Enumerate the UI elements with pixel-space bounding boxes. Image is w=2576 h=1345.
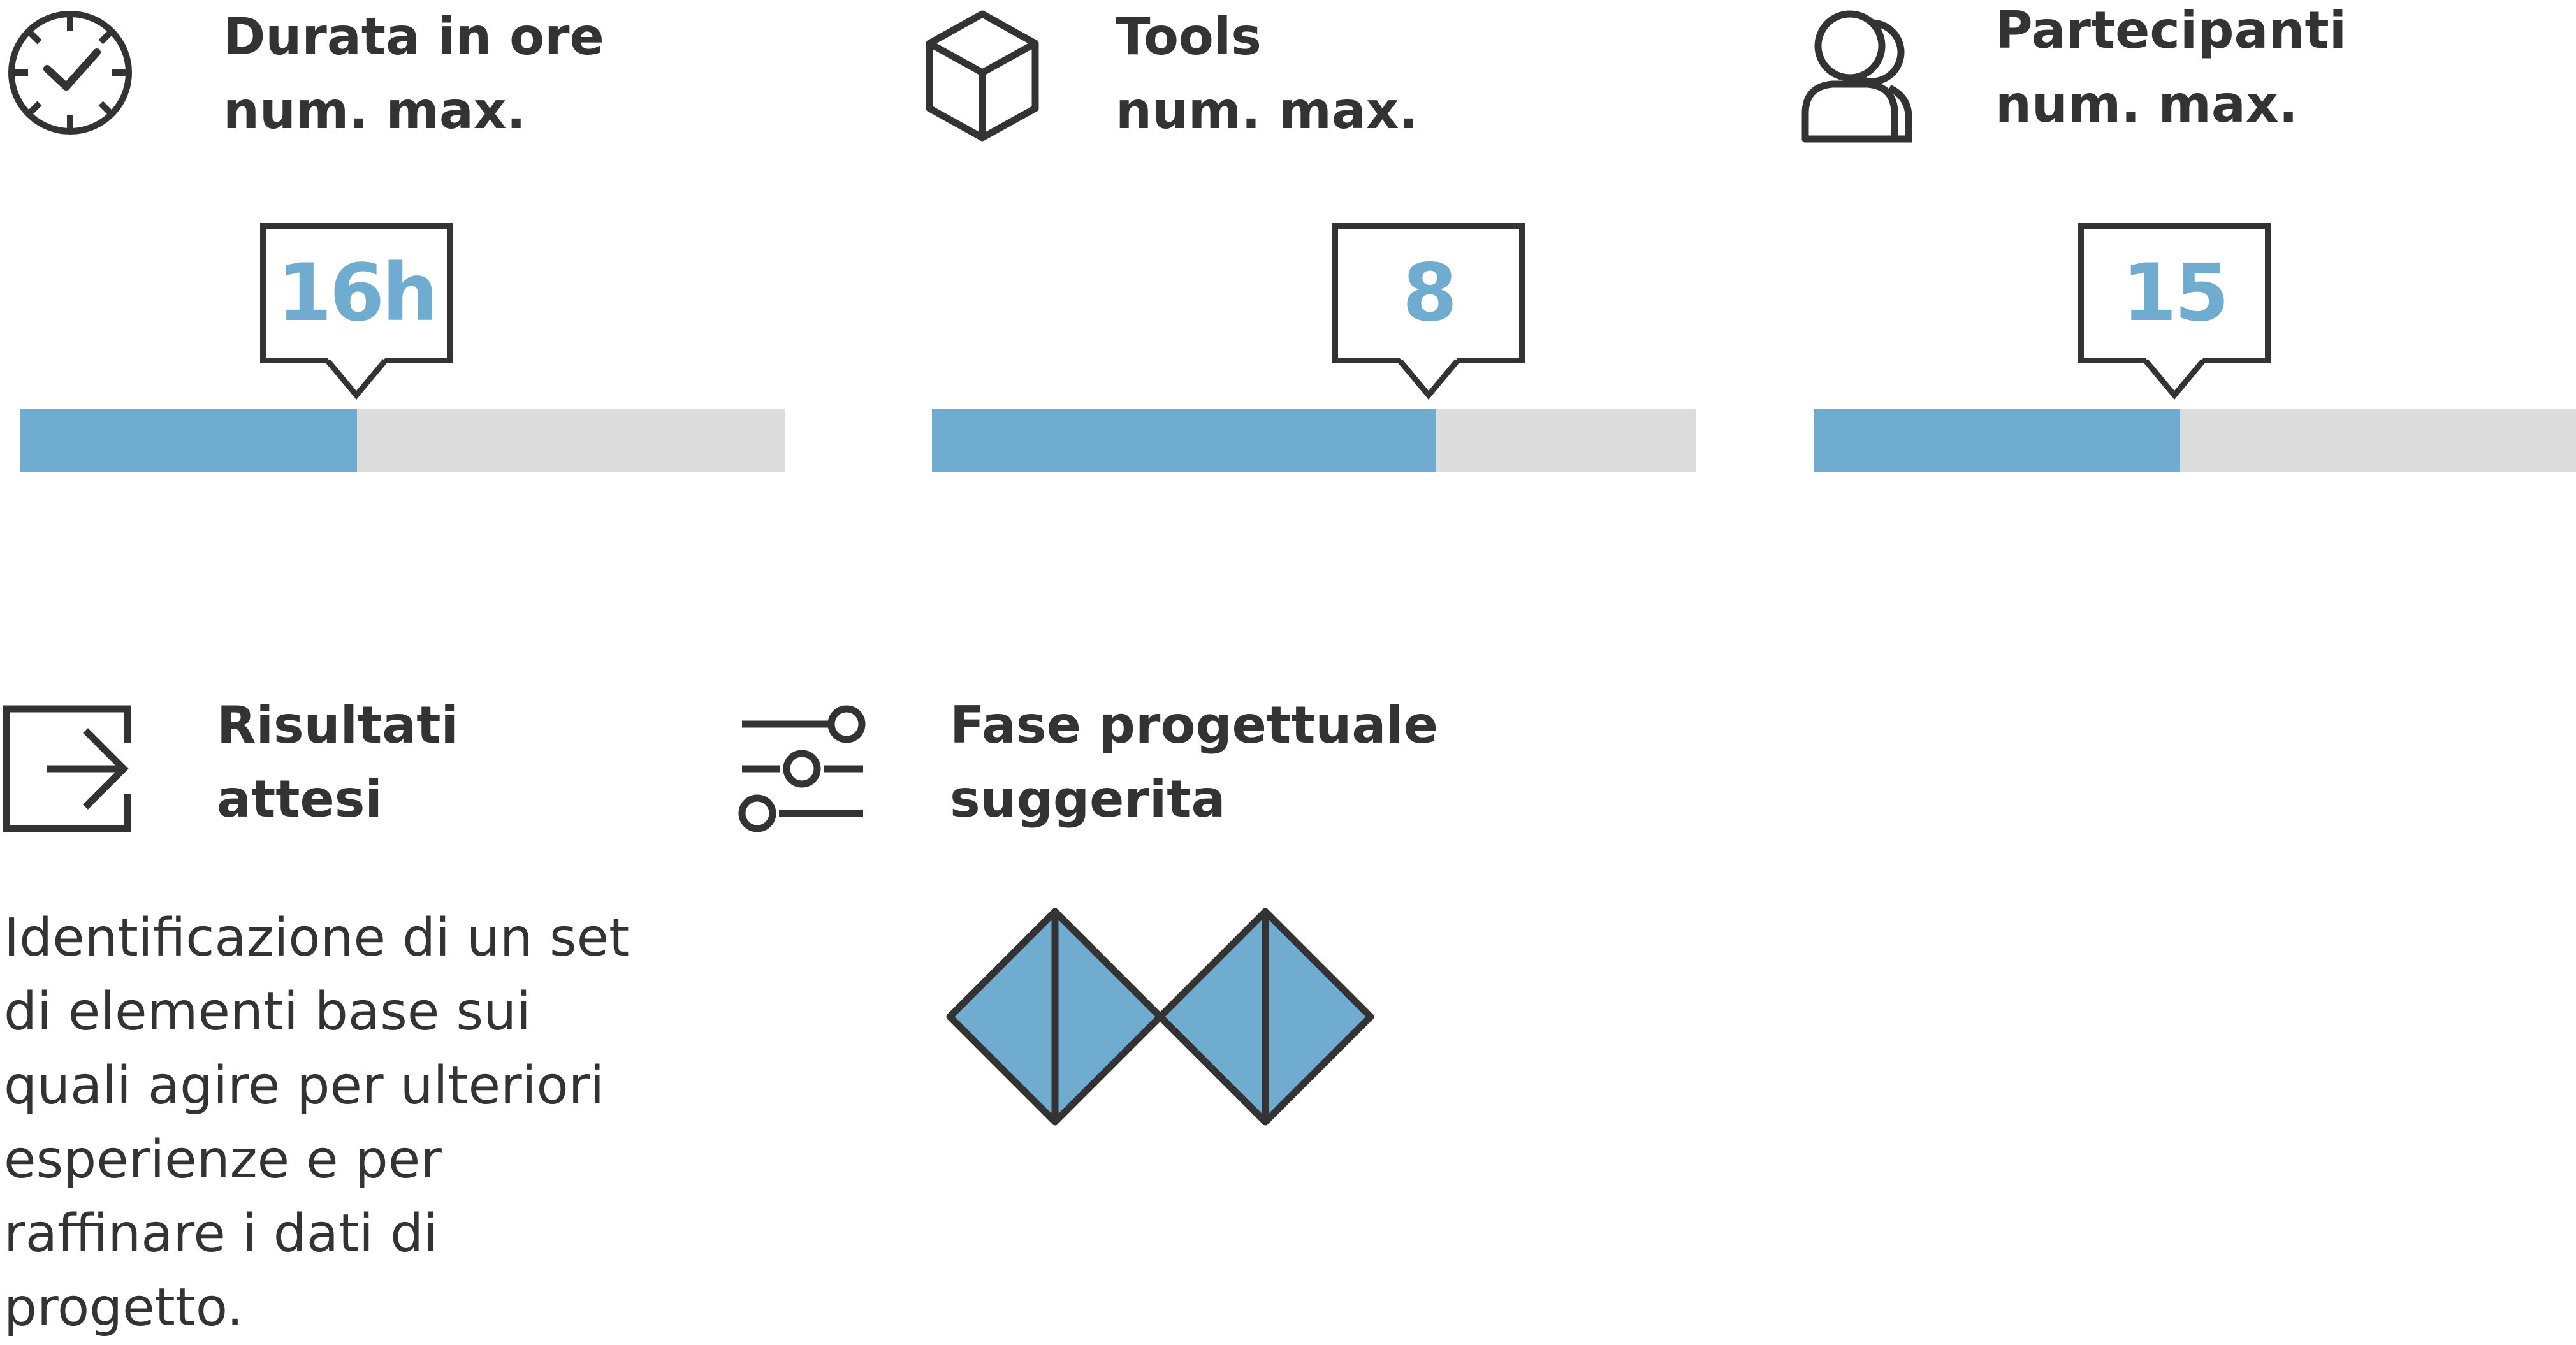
double-diamond-icon xyxy=(946,908,1374,1126)
users-icon xyxy=(1801,10,1912,143)
value-bubble: 16h xyxy=(260,223,453,363)
metric-tools: Tools num. max. 8 xyxy=(892,0,1721,484)
progress-track xyxy=(20,409,785,472)
metric-duration: Durata in ore num. max. 16h xyxy=(0,0,829,484)
bubble-pointer xyxy=(1397,358,1460,400)
value-bubble: 15 xyxy=(2078,223,2271,363)
progress-track xyxy=(1814,409,2576,472)
progress-track xyxy=(932,409,1696,472)
value-bubble: 8 xyxy=(1332,223,1525,363)
section-title: Risultati attesi xyxy=(217,695,458,829)
clock-icon xyxy=(8,11,132,134)
sliders-icon xyxy=(738,705,866,832)
value-label: 15 xyxy=(2121,247,2230,339)
value-label: 16h xyxy=(277,247,439,339)
bubble-pointer xyxy=(325,358,388,400)
progress-fill xyxy=(1814,409,2180,472)
progress-fill xyxy=(932,409,1436,472)
results-section: Risultati attesi Identificazione di un s… xyxy=(0,688,701,1338)
section-title: Fase progettuale suggerita xyxy=(950,695,1438,829)
progress-fill xyxy=(20,409,357,472)
metric-label: Durata in ore num. max. xyxy=(223,7,604,140)
value-label: 8 xyxy=(1402,247,1457,339)
metric-participants: Partecipanti num. max. 15 xyxy=(1785,0,2576,484)
exit-arrow-icon xyxy=(3,705,131,832)
results-description: Identificazione di un set di elementi ba… xyxy=(4,908,630,1338)
phase-section: Fase progettuale suggerita xyxy=(727,688,1555,1326)
metric-label: Partecipanti num. max. xyxy=(1995,1,2347,134)
cube-icon xyxy=(926,10,1039,142)
bubble-pointer xyxy=(2143,358,2206,400)
metric-label: Tools num. max. xyxy=(1116,7,1418,140)
